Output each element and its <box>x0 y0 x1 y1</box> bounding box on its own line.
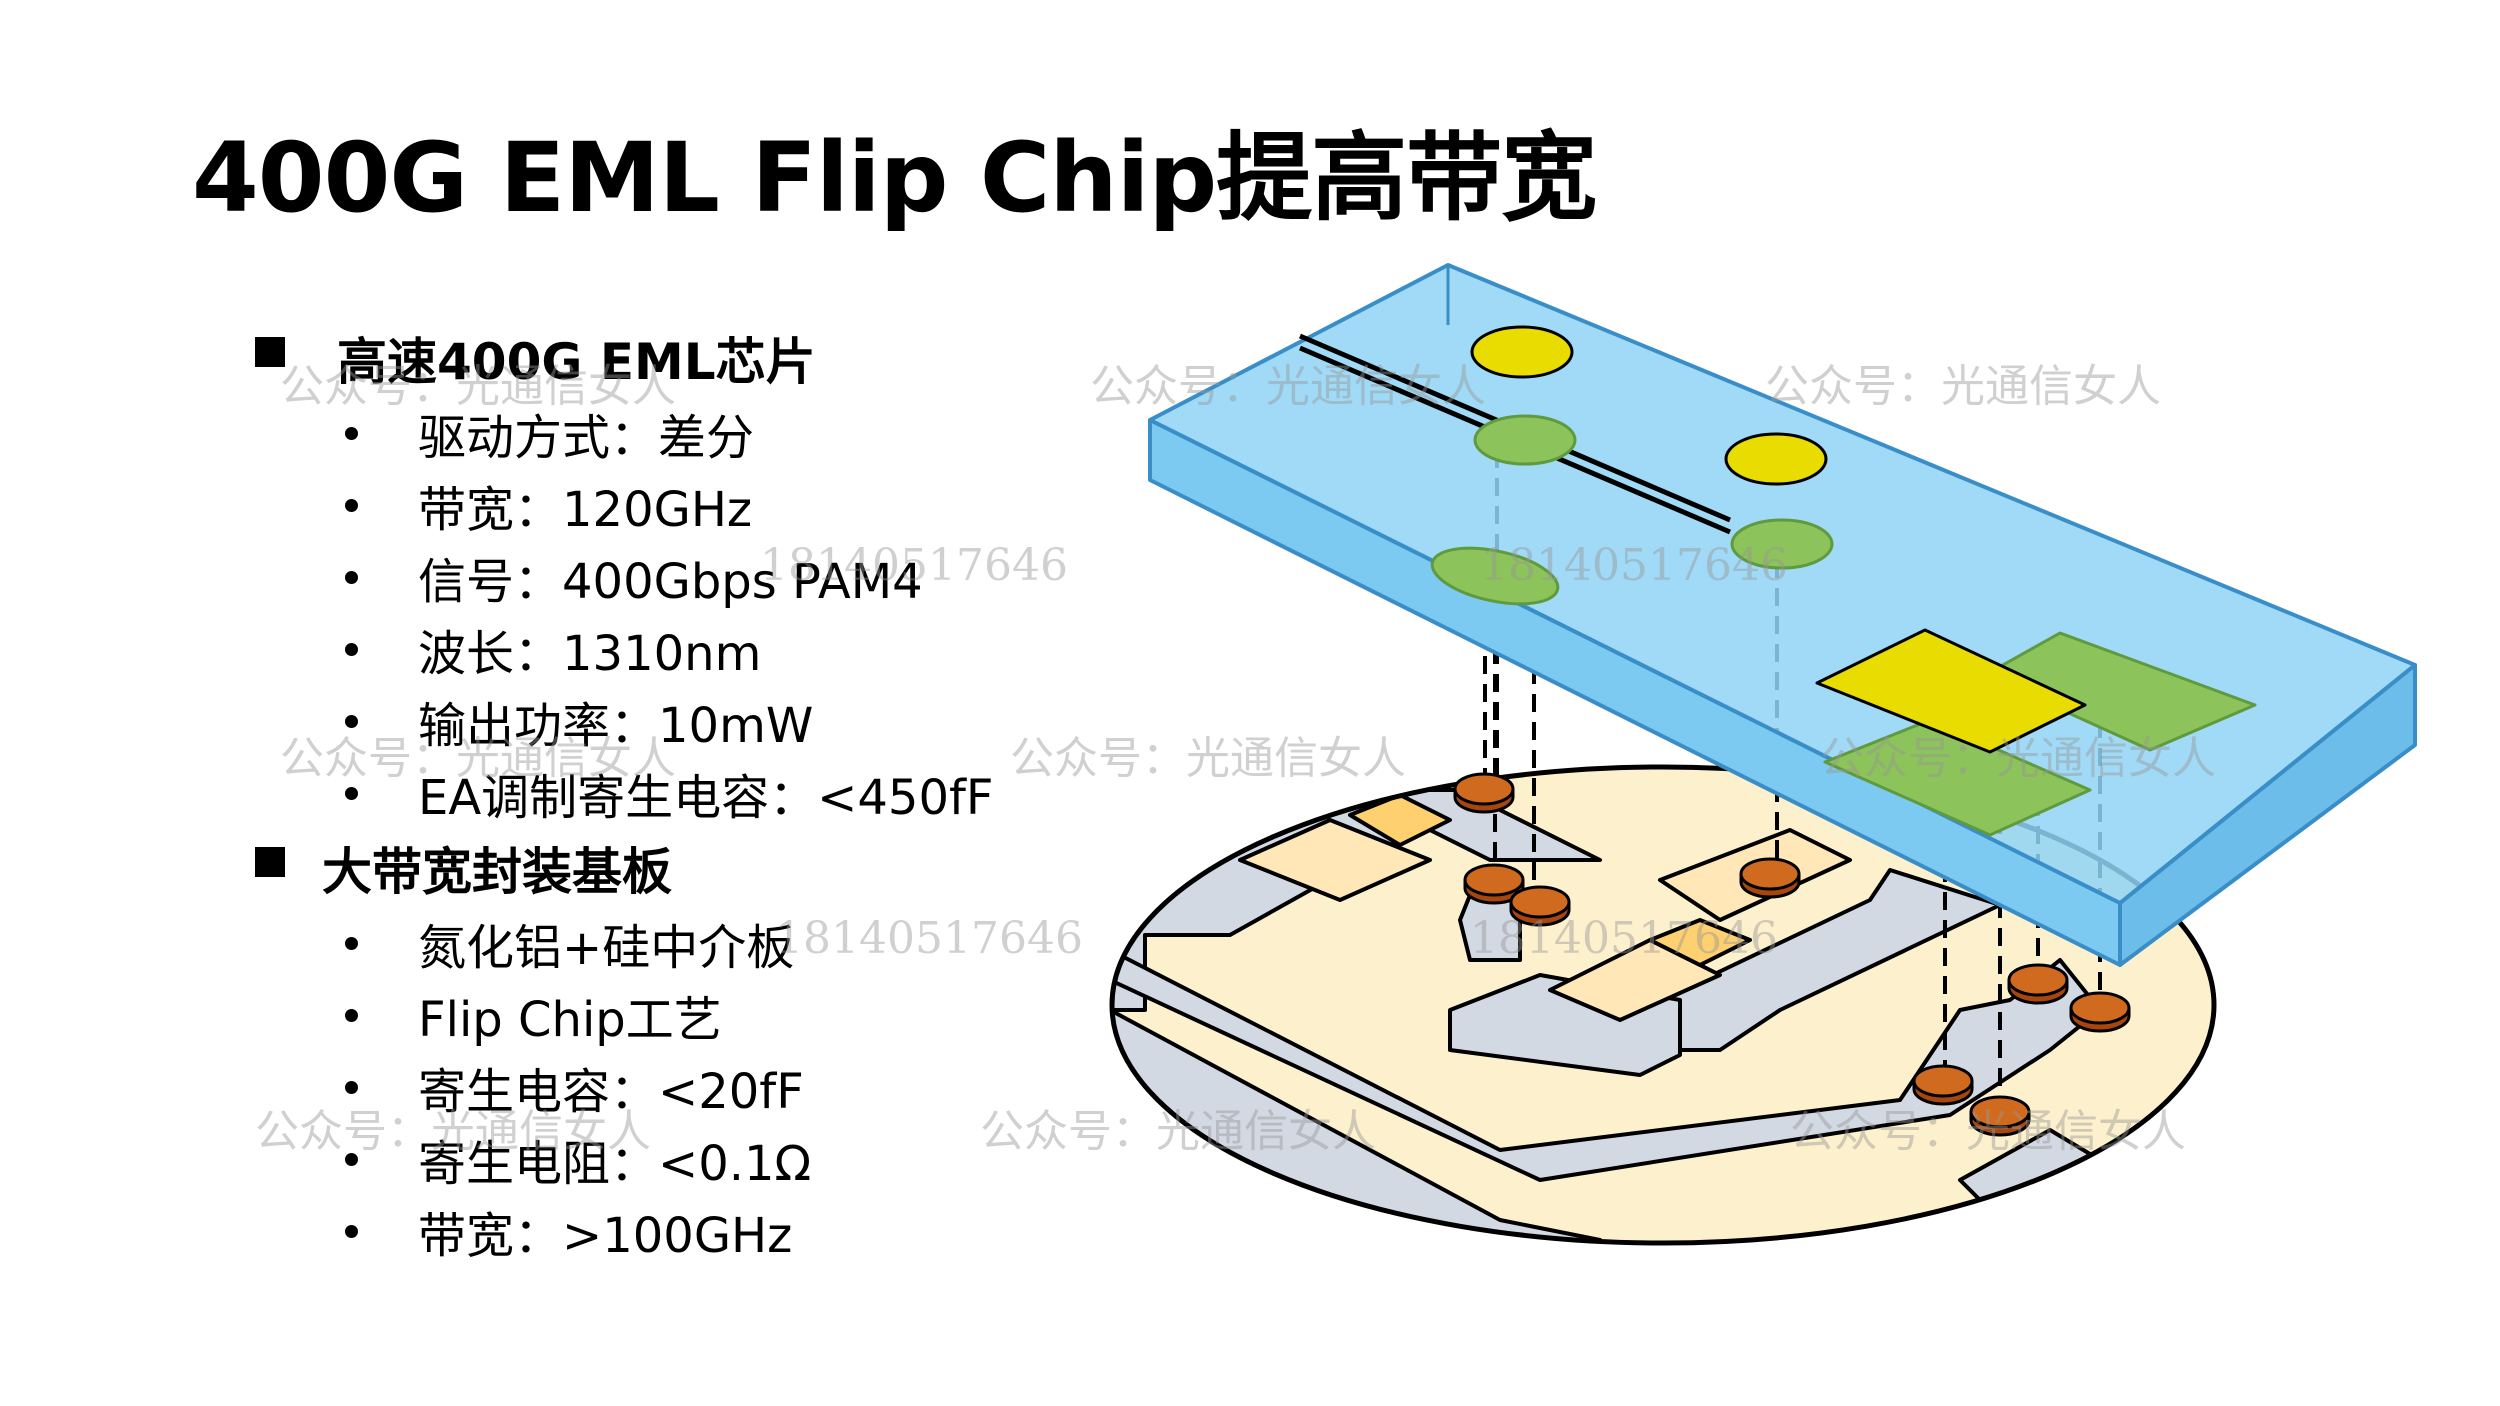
list-item: Flip Chip工艺 <box>345 980 722 1050</box>
list-item: 寄生电容：<20fF <box>345 1052 804 1122</box>
trace <box>1112 948 2102 1182</box>
chip-pad-green <box>1730 518 1834 570</box>
solder-bump <box>1509 885 1571 927</box>
bond-pad <box>1648 918 1752 967</box>
chip-pad-green <box>1473 414 1577 466</box>
bullet-dot <box>345 570 358 584</box>
solder-bump <box>1912 1064 1974 1106</box>
list-item-text: 带宽：>100GHz <box>418 1208 793 1264</box>
solder-bump <box>1739 857 1801 899</box>
chip-pad-green <box>1430 546 1560 606</box>
list-item-text: 信号：400Gbps PAM4 <box>418 554 923 610</box>
list-item: 信号：400Gbps PAM4 <box>345 542 923 612</box>
page-title: 400G EML Flip Chip提高带宽 <box>192 122 1597 234</box>
chip-pad-yellow <box>1815 628 2087 754</box>
solder-bump <box>2007 963 2069 1005</box>
chip-pad-yellow <box>1470 325 1574 379</box>
list-item-text: 输出功率：10mW <box>418 698 814 754</box>
section-heading-eml-chip: 高速400G EML芯片 <box>337 333 816 391</box>
list-item: 带宽：120GHz <box>345 470 752 540</box>
bond-pad <box>1238 818 1432 902</box>
bullet-dot <box>345 1224 358 1238</box>
list-item-text: 波长：1310nm <box>418 626 762 682</box>
list-item: 输出功率：10mW <box>345 686 813 756</box>
list-item-text: EA调制寄生电容：<450fF <box>418 770 994 826</box>
list-item: 波长：1310nm <box>345 614 761 684</box>
solder-bump <box>2069 991 2131 1033</box>
bullet-dot <box>345 426 358 440</box>
solder-bump <box>1453 772 1515 814</box>
bullet-dot <box>345 1008 358 1022</box>
list-item-text: 氮化铝+硅中介板 <box>418 920 795 976</box>
substrate-ellipse <box>1109 764 2217 1246</box>
bullet-dot <box>345 714 358 728</box>
solder-bumps <box>1453 772 2131 1137</box>
chip-pad-green <box>1823 718 2092 837</box>
chip-pad-green <box>1983 631 2257 752</box>
eml-chip <box>1148 263 2417 967</box>
bond-pad <box>1548 938 1722 1022</box>
section-heading-substrate: 大带宽封装基板 <box>322 843 672 901</box>
list-item-text: Flip Chip工艺 <box>418 992 722 1048</box>
list-item: 带宽：>100GHz <box>345 1196 792 1266</box>
list-item: 驱动方式：差分 <box>345 398 754 468</box>
chip-top-face <box>1148 263 2417 905</box>
bullet-dot <box>345 498 358 512</box>
bullet-dot <box>345 1152 358 1166</box>
list-item: EA调制寄生电容：<450fF <box>345 758 994 828</box>
solder-bump <box>1969 1095 2031 1137</box>
list-item-text: 驱动方式：差分 <box>418 410 755 466</box>
list-item-text: 寄生电容：<20fF <box>418 1064 804 1120</box>
bullet-dot <box>345 1080 358 1094</box>
bullet-dot <box>345 642 358 656</box>
list-item-text: 寄生电阻：<0.1Ω <box>418 1136 812 1192</box>
bullet-dot <box>345 936 358 950</box>
list-item: 寄生电阻：<0.1Ω <box>345 1124 811 1194</box>
bullet-dot <box>345 786 358 800</box>
list-item: 氮化铝+硅中介板 <box>345 908 794 978</box>
list-item-text: 带宽：120GHz <box>418 482 753 538</box>
section-bullet-square <box>255 337 285 367</box>
section-bullet-square <box>255 847 285 877</box>
chip-pad-yellow <box>1724 432 1828 486</box>
